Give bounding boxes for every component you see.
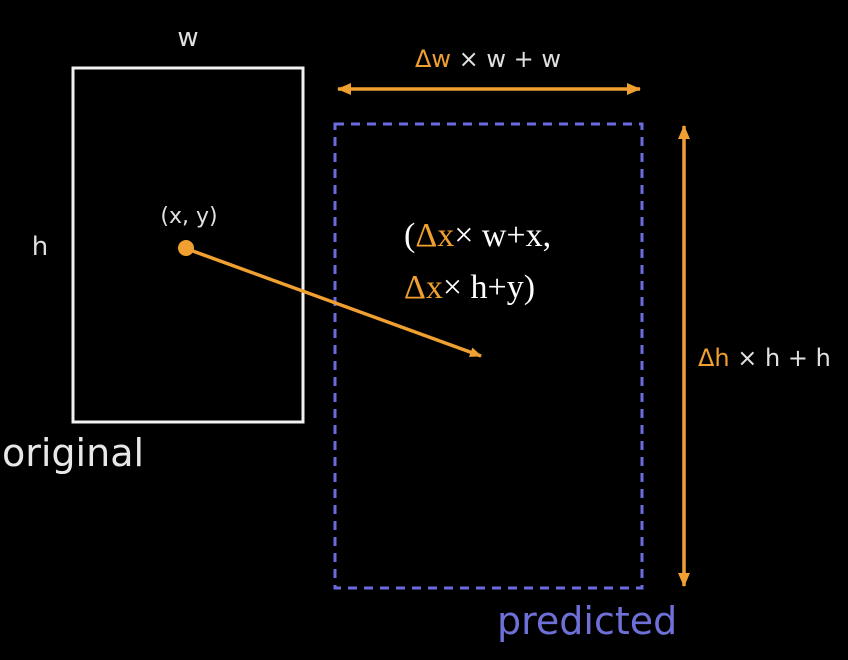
height-label: h [32,232,48,262]
center-formula-open: ( [404,217,415,254]
center-formula-delta-2: Δx [404,269,443,306]
original-label: original [2,431,144,475]
dot-icon [178,240,194,256]
height-formula: Δh × h + h [698,344,831,372]
height-formula-rest: × h + h [730,344,831,372]
height-formula-delta: Δh [698,344,730,372]
width-formula-rest: × w + w [451,45,561,73]
predicted-box [333,122,644,590]
center-formula-line2: Δx× h+y) [404,269,535,306]
width-label: w [177,23,198,53]
width-formula-delta: Δw [415,45,451,73]
predicted-label: predicted [497,599,677,643]
center-label: (x, y) [160,204,217,229]
arrow-icon [189,248,482,358]
original-box [71,66,305,424]
center-formula-line1: (Δx× w+x, [404,217,551,254]
center-formula-rest-1: × w+x, [454,217,551,254]
center-formula-delta-1: Δx [415,217,454,254]
width-formula: Δw × w + w [415,45,561,73]
center-formula-rest-2: × h+y) [443,269,535,306]
